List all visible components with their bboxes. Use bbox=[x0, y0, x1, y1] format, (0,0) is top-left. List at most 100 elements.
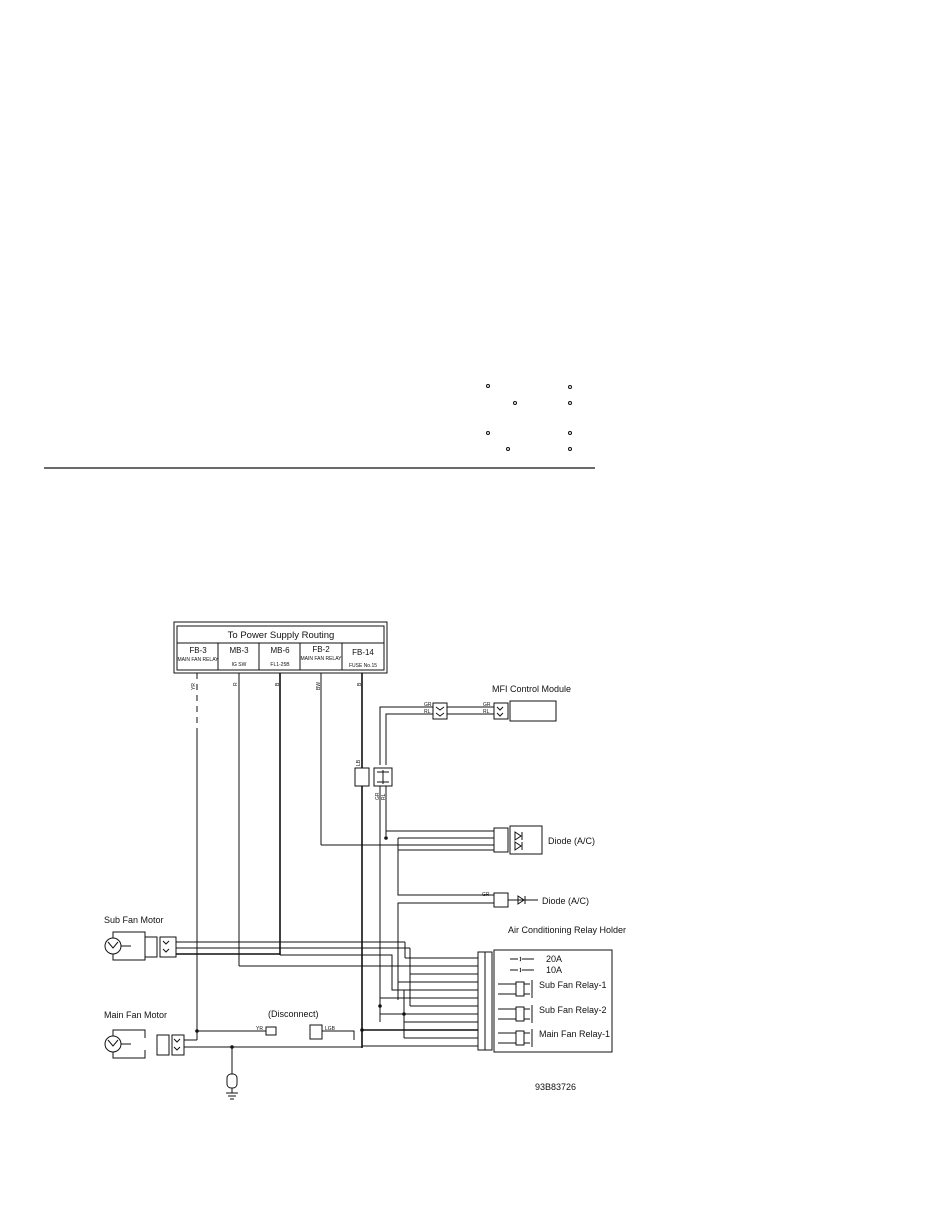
sub-fan-relay-1-coil bbox=[515, 981, 525, 997]
diode-1-label: Diode (A/C) bbox=[548, 836, 595, 846]
cell-code-fb3: FB-3 bbox=[189, 646, 207, 655]
inline-connector-3-pins bbox=[377, 770, 389, 784]
wire-code-bw: BW bbox=[316, 682, 322, 690]
cell-code-mb6: MB-6 bbox=[270, 646, 290, 655]
mfi-label: MFI Control Module bbox=[492, 684, 571, 694]
relay-holder-body bbox=[493, 949, 613, 1053]
diode-2-label: Diode (A/C) bbox=[542, 896, 589, 906]
mfi-module-body bbox=[509, 700, 557, 722]
scan-dot bbox=[568, 447, 572, 451]
sub-fan-relay-1-label: Sub Fan Relay-1 bbox=[539, 980, 607, 990]
mfi-connector bbox=[493, 702, 509, 720]
splice bbox=[378, 1004, 382, 1008]
splice bbox=[402, 1012, 406, 1016]
scan-dot bbox=[486, 431, 490, 435]
upper-section bbox=[44, 384, 595, 469]
power-supply-inner bbox=[176, 625, 385, 671]
wire-label-yr: YR bbox=[256, 1026, 263, 1032]
sub-fan-relay-2-contacts bbox=[498, 1008, 530, 1020]
cell-code-fb2: FB-2 bbox=[312, 645, 330, 654]
cell-desc-mb3: IG SW bbox=[232, 662, 247, 668]
wire-label-gr-3: GR bbox=[375, 792, 381, 800]
power-supply-title: To Power Supply Routing bbox=[228, 630, 335, 641]
disconnect-connector: (Disconnect) YR LGB bbox=[195, 1009, 355, 1040]
diode-2-wire-b bbox=[397, 902, 494, 1000]
cell-code-fb14: FB-14 bbox=[352, 648, 374, 657]
wire-code-r: R bbox=[233, 682, 239, 686]
main-fan-motor: Main Fan Motor bbox=[104, 1010, 362, 1059]
sub-fan-relay-1-contacts bbox=[498, 983, 530, 995]
main-fan-motor-icon bbox=[107, 1039, 119, 1047]
feed-wires bbox=[196, 673, 363, 1048]
relay-holder-label: Air Conditioning Relay Holder bbox=[508, 925, 626, 935]
main-fan-motor-leads bbox=[112, 1029, 146, 1059]
sub-fan-relay-2-label: Sub Fan Relay-2 bbox=[539, 1005, 607, 1015]
wire-label-gr: GR bbox=[424, 702, 432, 708]
splice bbox=[195, 1029, 199, 1033]
wire-label-rl: RL bbox=[424, 709, 431, 715]
inline-connector-1-pins bbox=[435, 706, 445, 717]
wire-rl-down bbox=[385, 713, 433, 765]
sub-fan-wire-3-route bbox=[280, 954, 404, 991]
main-fan-motor-symbol bbox=[104, 1035, 122, 1053]
main-fan-relay-1-contacts bbox=[498, 1032, 530, 1044]
fuse-10a-symbol bbox=[510, 967, 534, 973]
scan-dot bbox=[568, 385, 572, 389]
sub-fan-motor-pins bbox=[162, 940, 170, 953]
main-fan-motor-label: Main Fan Motor bbox=[104, 1010, 167, 1020]
cell-desc-fb2: MAIN FAN RELAY bbox=[300, 656, 342, 662]
cell-desc-fb3: MAIN FAN RELAY bbox=[177, 657, 219, 663]
wire-label-rl-3: RL bbox=[381, 793, 387, 800]
wire-code-yr: YR bbox=[191, 683, 197, 690]
diode-2-connector bbox=[493, 892, 509, 908]
cell-code-mb3: MB-3 bbox=[229, 646, 249, 655]
diode-ac-2: Diode (A/C) GR bbox=[397, 838, 589, 1000]
splice bbox=[384, 836, 388, 840]
wire-label-gr-2: GR bbox=[483, 702, 491, 708]
main-fan-motor-pins bbox=[173, 1038, 181, 1051]
scan-dot bbox=[506, 447, 510, 451]
sub-fan-relay-2-coil bbox=[515, 1006, 525, 1022]
disconnect-plug-b bbox=[309, 1024, 323, 1040]
scan-dot bbox=[568, 431, 572, 435]
ground-terminal bbox=[226, 1073, 238, 1089]
sub-fan-motor: Sub Fan Motor bbox=[104, 915, 411, 991]
sub-fan-motor-icon bbox=[107, 941, 119, 949]
wire-label-rl-2: RL bbox=[483, 709, 490, 715]
sub-fan-motor-symbol bbox=[104, 937, 122, 955]
wire-label-lgb: LGB bbox=[325, 1026, 336, 1032]
scan-dot bbox=[513, 401, 517, 405]
scan-dot bbox=[486, 384, 490, 388]
splice bbox=[360, 1028, 364, 1032]
inline-connectors-mid: LB GR RL bbox=[354, 759, 393, 1022]
fuse-10a-label: 10A bbox=[546, 965, 562, 975]
diode-1-connector bbox=[493, 827, 509, 853]
wire-label-lb: LB bbox=[356, 759, 362, 766]
wire-code-b: B bbox=[275, 682, 281, 686]
diode-2-wire-a bbox=[397, 838, 494, 896]
splice bbox=[230, 1045, 234, 1049]
sub-fan-motor-connector-b bbox=[159, 936, 177, 958]
fuse-20a-label: 20A bbox=[546, 954, 562, 964]
sub-fan-motor-connector-a bbox=[144, 936, 158, 958]
main-fan-relay-1-coil bbox=[515, 1030, 525, 1046]
ground-icon bbox=[226, 1088, 238, 1100]
cell-desc-mb6: FL1-25B bbox=[270, 662, 290, 668]
fuse-20a-symbol bbox=[510, 956, 534, 962]
mfi-control-module: MFI Control Module GR RL GR RL bbox=[379, 684, 571, 765]
main-fan-motor-connector-a bbox=[156, 1034, 170, 1056]
scan-dot bbox=[568, 401, 572, 405]
relay-holder: Air Conditioning Relay Holder 20A 10A Su… bbox=[239, 925, 626, 1053]
diode-ac-1: Diode (A/C) bbox=[321, 825, 595, 855]
ground bbox=[226, 1045, 238, 1100]
wire-label-gr-4: GR bbox=[482, 892, 490, 898]
wire-gr-down bbox=[379, 706, 433, 765]
cell-desc-fb14: FUSE No.15 bbox=[349, 663, 377, 669]
wire-code-b2: B bbox=[357, 682, 363, 686]
main-fan-motor-connector-b bbox=[171, 1034, 185, 1056]
sub-fan-motor-label: Sub Fan Motor bbox=[104, 915, 164, 925]
diode-1-symbols bbox=[514, 831, 523, 851]
disconnect-wire-lgb bbox=[322, 1030, 355, 1040]
inline-connector-2 bbox=[354, 767, 370, 787]
